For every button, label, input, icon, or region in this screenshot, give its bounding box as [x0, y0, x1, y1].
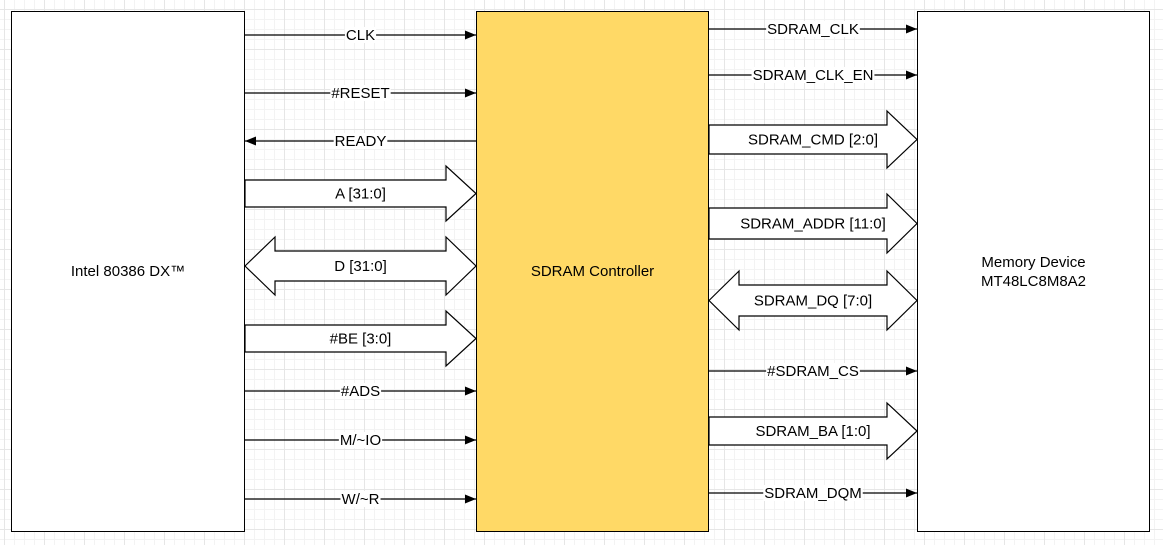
signal-sdram-clk-en-label-bg: [751, 67, 875, 83]
signal-sdram-cs-label-bg: [766, 363, 860, 379]
signal-be-3-0-label: #BE [3:0]: [330, 331, 392, 348]
signal-d-31-0-label: D [31:0]: [334, 258, 387, 275]
arrow-right-icon: [465, 494, 476, 504]
signal-a-31-0-label: A [31:0]: [335, 186, 386, 203]
signal-ready-label-bg: [333, 133, 388, 149]
arrow-left-icon: [245, 136, 256, 146]
signal-sdram-clk-en-label: SDRAM_CLK_EN: [753, 67, 874, 84]
signal-ads-label-bg: [339, 383, 382, 399]
signal-be-3-0-bus-arrow: [244, 309, 477, 368]
arrow-right-icon: [906, 24, 917, 34]
signal-sdram-ba-1-0-label: SDRAM_BA [1:0]: [755, 423, 870, 440]
signal-clk-label-bg: [344, 27, 377, 43]
signal-sdram-cmd-2-0-bus-arrow: [708, 109, 918, 170]
signal-sdram-dq-7-0-bus-arrow: [708, 269, 918, 332]
signal-w-r-label-bg: [340, 491, 381, 507]
memory-device-block: Memory Device MT48LC8M8A2: [917, 11, 1150, 532]
arrow-right-icon: [465, 435, 476, 445]
signal-sdram-clk-label-bg: [766, 21, 860, 37]
arrow-right-icon: [906, 70, 917, 80]
signal-sdram-cs-label: #SDRAM_CS: [767, 363, 859, 380]
signal-m-io-label-bg: [338, 432, 383, 448]
memory-label: Memory Device MT48LC8M8A2: [980, 253, 1087, 290]
signal-sdram-addr-11-0-label: SDRAM_ADDR [11:0]: [740, 216, 886, 233]
cpu-block: Intel 80386 DX™: [11, 11, 245, 532]
signal-sdram-dq-7-0-label: SDRAM_DQ [7:0]: [754, 293, 872, 310]
signal-sdram-dqm-label-bg: [763, 485, 863, 501]
signal-m-io-label: M/~IO: [340, 432, 381, 449]
signal-clk-label: CLK: [346, 27, 375, 44]
signal-sdram-addr-11-0-bus-arrow: [708, 192, 918, 255]
arrow-right-icon: [465, 88, 476, 98]
signal-ads-label: #ADS: [341, 383, 380, 400]
cpu-label: Intel 80386 DX™: [70, 263, 186, 280]
signal-sdram-dqm-label: SDRAM_DQM: [764, 485, 862, 502]
signal-ready-label: READY: [335, 133, 387, 150]
signal-sdram-ba-1-0-bus-arrow: [708, 401, 918, 461]
signal-a-31-0-bus-arrow: [244, 164, 477, 223]
signal-d-31-0-bus-arrow: [244, 235, 477, 297]
signal-sdram-clk-label: SDRAM_CLK: [767, 21, 859, 38]
arrow-right-icon: [906, 488, 917, 498]
signal-reset-label-bg: [330, 85, 391, 101]
signal-w-r-label: W/~R: [342, 491, 380, 508]
arrow-right-icon: [465, 30, 476, 40]
arrow-right-icon: [465, 386, 476, 396]
arrow-right-icon: [906, 366, 917, 376]
sdram-controller-block: SDRAM Controller: [476, 11, 709, 532]
controller-label: SDRAM Controller: [530, 263, 655, 280]
signal-sdram-cmd-2-0-label: SDRAM_CMD [2:0]: [748, 132, 878, 149]
signal-reset-label: #RESET: [331, 85, 389, 102]
